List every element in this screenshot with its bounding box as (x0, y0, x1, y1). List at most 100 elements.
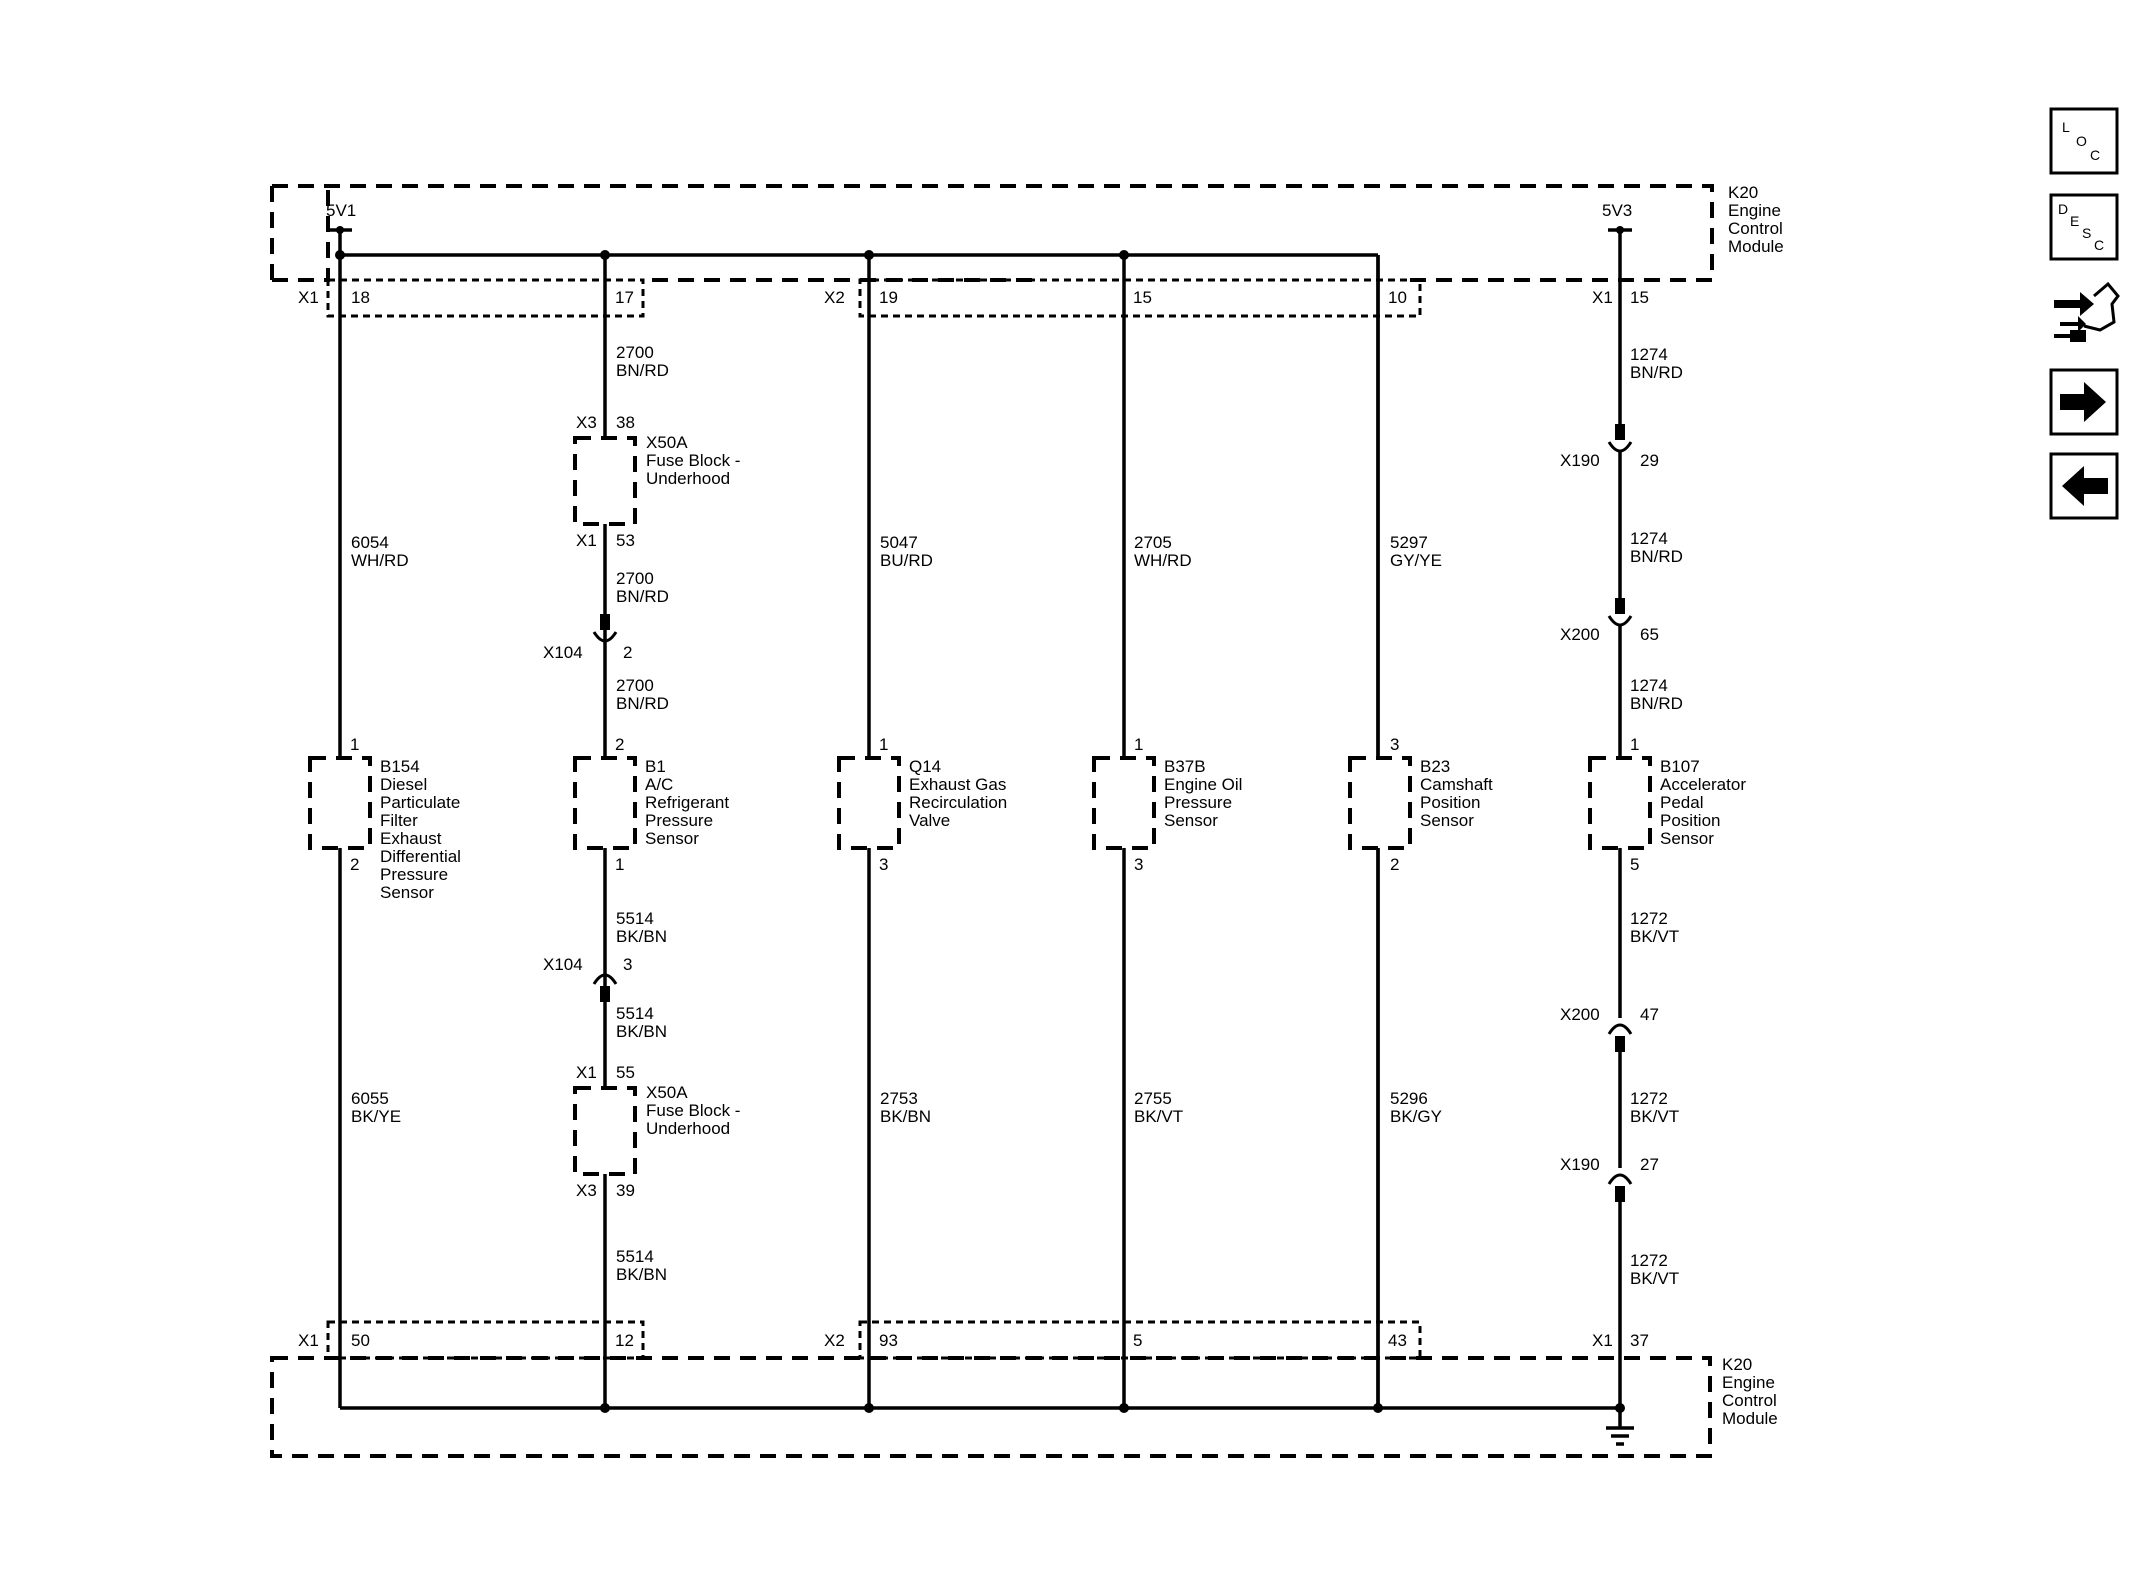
svg-text:BK/BN: BK/BN (616, 1022, 667, 1041)
svg-text:B107: B107 (1660, 757, 1700, 776)
svg-text:Module: Module (1722, 1409, 1778, 1428)
svg-text:5V3: 5V3 (1602, 201, 1632, 220)
svg-text:O: O (2076, 133, 2087, 149)
circuit-b107: 1274 BN/RD X190 29 1274 BN/RD X200 65 12… (1560, 230, 1746, 1408)
svg-text:B37B: B37B (1164, 757, 1206, 776)
svg-text:Underhood: Underhood (646, 1119, 730, 1138)
svg-text:C: C (2094, 237, 2104, 253)
svg-text:Filter: Filter (380, 811, 418, 830)
svg-text:43: 43 (1388, 1331, 1407, 1350)
connector-tool-icon[interactable] (2051, 280, 2120, 344)
svg-text:X1: X1 (298, 288, 319, 307)
svg-text:15: 15 (1133, 288, 1152, 307)
svg-text:15: 15 (1630, 288, 1649, 307)
svg-text:2: 2 (1390, 855, 1399, 874)
svg-text:Sensor: Sensor (1660, 829, 1714, 848)
svg-text:A/C: A/C (645, 775, 673, 794)
svg-text:Pressure: Pressure (1164, 793, 1232, 812)
svg-text:37: 37 (1630, 1331, 1649, 1350)
svg-text:BN/RD: BN/RD (616, 361, 669, 380)
svg-text:1: 1 (615, 855, 624, 874)
svg-text:X104: X104 (543, 955, 583, 974)
svg-text:X3: X3 (576, 413, 597, 432)
svg-text:BN/RD: BN/RD (616, 587, 669, 606)
svg-text:Control: Control (1728, 219, 1783, 238)
svg-text:39: 39 (616, 1181, 635, 1200)
svg-text:2705: 2705 (1134, 533, 1172, 552)
svg-text:3: 3 (879, 855, 888, 874)
svg-text:5514: 5514 (616, 909, 654, 928)
svg-text:Refrigerant: Refrigerant (645, 793, 729, 812)
svg-text:Fuse Block -: Fuse Block - (646, 1101, 740, 1120)
svg-text:Camshaft: Camshaft (1420, 775, 1493, 794)
svg-text:B1: B1 (645, 757, 666, 776)
svg-text:BU/RD: BU/RD (880, 551, 933, 570)
svg-text:Sensor: Sensor (380, 883, 434, 902)
svg-text:Valve: Valve (909, 811, 950, 830)
svg-text:2: 2 (623, 643, 632, 662)
bottom-pin-labels: X1 50 12 X2 93 5 43 X1 37 (298, 1331, 1649, 1350)
svg-text:Sensor: Sensor (1420, 811, 1474, 830)
svg-text:1274: 1274 (1630, 676, 1668, 695)
svg-text:Differential: Differential (380, 847, 461, 866)
svg-text:Position: Position (1420, 793, 1480, 812)
svg-text:2755: 2755 (1134, 1089, 1172, 1108)
svg-text:Engine Oil: Engine Oil (1164, 775, 1242, 794)
svg-text:2700: 2700 (616, 569, 654, 588)
svg-text:GY/YE: GY/YE (1390, 551, 1442, 570)
svg-text:Pressure: Pressure (645, 811, 713, 830)
svg-text:X2: X2 (824, 1331, 845, 1350)
svg-text:X1: X1 (298, 1331, 319, 1350)
svg-text:BK/VT: BK/VT (1630, 927, 1679, 946)
svg-text:X3: X3 (576, 1181, 597, 1200)
svg-text:1272: 1272 (1630, 909, 1668, 928)
circuit-b154: 6054 WH/RD 1 2 B154 Diesel Particulate F… (308, 255, 461, 1408)
svg-text:53: 53 (616, 531, 635, 550)
next-arrow-icon[interactable] (2049, 368, 2119, 436)
svg-text:X190: X190 (1560, 451, 1600, 470)
ecm-bottom-outline (270, 1320, 1712, 1458)
svg-text:5297: 5297 (1390, 533, 1428, 552)
svg-text:5V1: 5V1 (326, 201, 356, 220)
svg-text:2: 2 (350, 855, 359, 874)
svg-text:Recirculation: Recirculation (909, 793, 1007, 812)
svg-text:1: 1 (1134, 735, 1143, 754)
svg-text:X200: X200 (1560, 1005, 1600, 1024)
svg-text:93: 93 (879, 1331, 898, 1350)
svg-text:Q14: Q14 (909, 757, 941, 776)
svg-text:27: 27 (1640, 1155, 1659, 1174)
svg-text:38: 38 (616, 413, 635, 432)
svg-text:3: 3 (623, 955, 632, 974)
svg-text:5514: 5514 (616, 1247, 654, 1266)
ecm-top-outline (270, 184, 1714, 318)
svg-text:B23: B23 (1420, 757, 1450, 776)
svg-text:1: 1 (350, 735, 359, 754)
svg-text:X1: X1 (1592, 288, 1613, 307)
svg-text:X104: X104 (543, 643, 583, 662)
svg-text:5296: 5296 (1390, 1089, 1428, 1108)
svg-text:BN/RD: BN/RD (1630, 547, 1683, 566)
svg-text:BN/RD: BN/RD (1630, 694, 1683, 713)
svg-text:Underhood: Underhood (646, 469, 730, 488)
svg-text:2700: 2700 (616, 343, 654, 362)
svg-text:1274: 1274 (1630, 529, 1668, 548)
svg-text:1274: 1274 (1630, 345, 1668, 364)
circuit-b1: 2700 BN/RD X3 38 X1 53 X50A Fuse Block -… (543, 255, 740, 1408)
svg-text:X50A: X50A (646, 1083, 688, 1102)
svg-text:BK/YE: BK/YE (351, 1107, 401, 1126)
svg-text:Exhaust: Exhaust (380, 829, 442, 848)
previous-arrow-icon[interactable] (2049, 452, 2119, 520)
ecm-bottom-label: K20 Engine Control Module (1722, 1355, 1778, 1428)
svg-text:BK/GY: BK/GY (1390, 1107, 1442, 1126)
svg-text:29: 29 (1640, 451, 1659, 470)
svg-text:X200: X200 (1560, 625, 1600, 644)
svg-text:2: 2 (615, 735, 624, 754)
svg-text:B154: B154 (380, 757, 420, 776)
svg-text:6055: 6055 (351, 1089, 389, 1108)
svg-text:WH/RD: WH/RD (1134, 551, 1192, 570)
svg-text:Module: Module (1728, 237, 1784, 256)
location-button[interactable]: L O C (2049, 107, 2119, 175)
description-button[interactable]: D E S C (2049, 193, 2119, 261)
svg-text:L: L (2062, 119, 2070, 135)
